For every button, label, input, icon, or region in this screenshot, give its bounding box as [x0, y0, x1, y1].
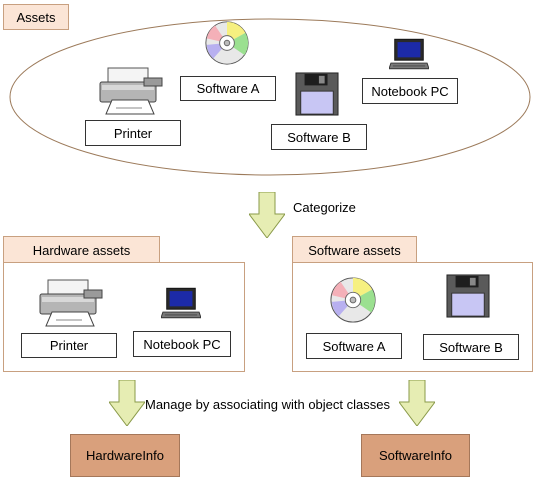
hardware-printer-label: Printer — [21, 333, 117, 358]
floppy-disk-icon — [446, 272, 490, 320]
categorize-label: Categorize — [293, 200, 356, 215]
software-info-class: SoftwareInfo — [361, 434, 470, 477]
software-assets-tab: Software assets — [292, 236, 417, 263]
floppy-disk-icon — [295, 70, 339, 118]
software-a-label: Software A — [306, 333, 402, 359]
hardware-notebook-label: Notebook PC — [133, 331, 231, 357]
cd-icon — [204, 20, 250, 66]
hardware-info-class: HardwareInfo — [70, 434, 180, 477]
asset-printer-label: Printer — [85, 120, 181, 146]
assets-ellipse — [9, 18, 531, 176]
manage-label: Manage by associating with object classe… — [145, 397, 390, 412]
asset-software-a-label: Software A — [180, 76, 276, 101]
software-arrow-icon — [399, 380, 435, 426]
cd-icon — [329, 276, 377, 324]
printer-icon — [38, 278, 104, 328]
hardware-arrow-icon — [109, 380, 145, 426]
categorize-arrow-icon — [249, 192, 285, 238]
software-b-label: Software B — [423, 334, 519, 360]
printer-icon — [98, 66, 164, 116]
asset-software-b-label: Software B — [271, 124, 367, 150]
notebook-pc-icon — [161, 287, 201, 320]
hardware-assets-tab: Hardware assets — [3, 236, 160, 263]
asset-notebook-label: Notebook PC — [362, 78, 458, 104]
notebook-pc-icon — [389, 38, 429, 71]
assets-tab-label: Assets — [16, 9, 56, 25]
assets-tab: Assets — [3, 4, 69, 30]
